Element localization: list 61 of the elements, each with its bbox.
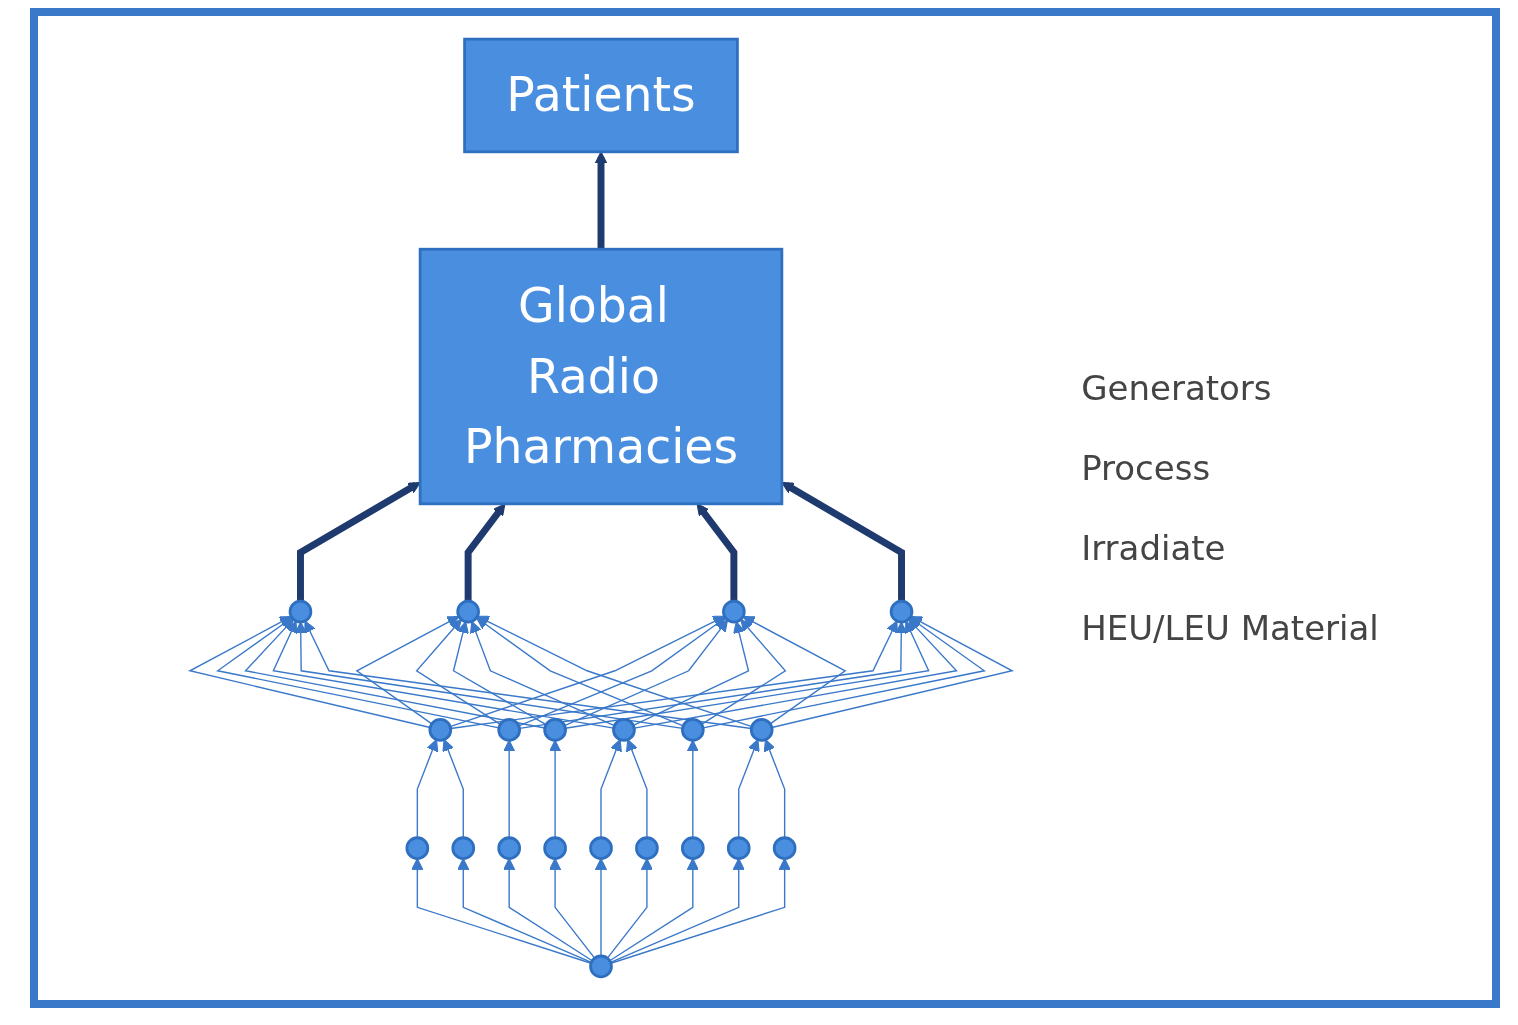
arrow bbox=[304, 620, 753, 730]
node-circle bbox=[750, 718, 774, 742]
arrow bbox=[457, 858, 593, 963]
node-circle bbox=[612, 718, 636, 742]
node-circle bbox=[543, 718, 568, 742]
node-circle bbox=[589, 954, 613, 979]
node-circle bbox=[451, 836, 476, 860]
arrow bbox=[549, 858, 596, 959]
node-circle bbox=[543, 836, 568, 860]
node-circle bbox=[405, 836, 430, 860]
arrow bbox=[355, 616, 460, 725]
level-label: HEU/LEU Material bbox=[1081, 608, 1379, 648]
node-circle bbox=[497, 718, 522, 742]
node-circle bbox=[497, 836, 522, 860]
arrow bbox=[188, 616, 431, 729]
arrow bbox=[470, 620, 616, 727]
arrow bbox=[609, 858, 700, 962]
node-circle bbox=[288, 599, 313, 624]
level-label: Process bbox=[1081, 448, 1212, 488]
node-circle bbox=[428, 718, 453, 742]
node-circle bbox=[681, 836, 705, 860]
arrow bbox=[610, 858, 791, 964]
node-circle bbox=[456, 599, 481, 624]
node-circle bbox=[635, 836, 659, 860]
arrow bbox=[701, 618, 787, 725]
arrow bbox=[564, 619, 729, 727]
arrow bbox=[297, 481, 421, 602]
arrow bbox=[272, 620, 615, 729]
arrow bbox=[595, 151, 608, 250]
arrow bbox=[702, 617, 987, 729]
node-circle bbox=[889, 599, 914, 624]
node-circle bbox=[773, 836, 797, 860]
arrow bbox=[464, 503, 506, 602]
arrow bbox=[696, 503, 738, 602]
arrow bbox=[564, 620, 930, 729]
arrow bbox=[411, 858, 592, 964]
arrow bbox=[633, 618, 959, 729]
arrow bbox=[449, 615, 726, 728]
arrow bbox=[771, 616, 1015, 729]
level-label: Irradiate bbox=[1081, 528, 1227, 568]
arrow bbox=[477, 615, 753, 728]
arrow bbox=[610, 858, 746, 963]
node-circle bbox=[681, 718, 705, 742]
node-circle bbox=[722, 599, 746, 624]
node-box: Patients bbox=[463, 37, 739, 154]
arrow bbox=[742, 616, 847, 725]
arrow bbox=[595, 858, 608, 957]
arrow bbox=[452, 621, 547, 726]
arrow bbox=[450, 620, 898, 730]
level-label: Generators bbox=[1081, 368, 1273, 408]
arrow bbox=[216, 617, 500, 729]
node-box: Global Radio Pharmacies bbox=[418, 247, 784, 506]
node-circle bbox=[727, 836, 751, 860]
arrow bbox=[518, 617, 727, 727]
node-circle bbox=[589, 836, 613, 860]
arrow bbox=[606, 858, 654, 959]
arrow bbox=[476, 617, 685, 727]
arrow bbox=[632, 621, 750, 727]
arrow bbox=[244, 618, 546, 729]
arrow bbox=[503, 858, 594, 962]
arrow bbox=[415, 618, 502, 725]
